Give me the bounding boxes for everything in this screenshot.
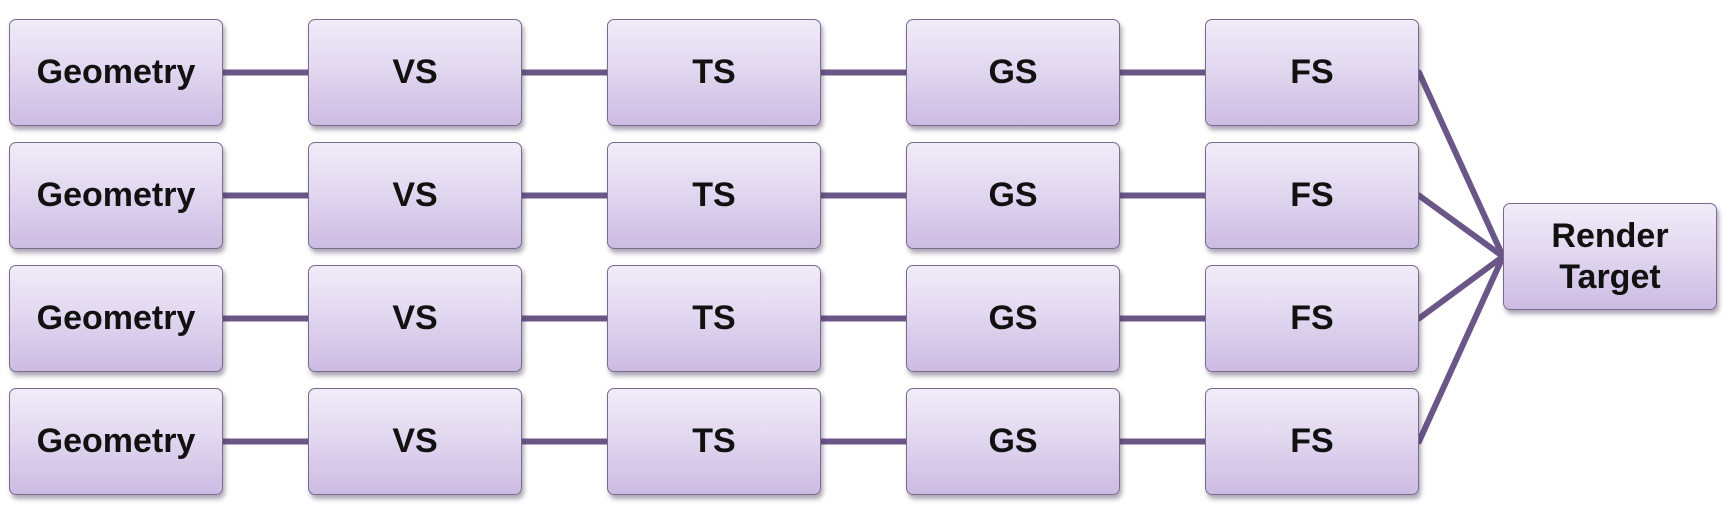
stage-label: GS <box>988 176 1038 215</box>
stage-label: VS <box>392 299 438 338</box>
stage-label: Geometry <box>36 53 196 92</box>
stage-label: FS <box>1290 53 1334 92</box>
stage-label: TS <box>692 176 736 215</box>
stage-label: Geometry <box>36 299 196 338</box>
stage-label: TS <box>692 422 736 461</box>
stage-box-ts-row-2: TS <box>607 142 821 249</box>
render-target-label: Render Target <box>1551 216 1668 298</box>
stage-box-gs-row-4: GS <box>906 388 1120 495</box>
stage-box-geometry-row-1: Geometry <box>9 19 223 126</box>
stage-label: TS <box>692 299 736 338</box>
stage-label: Geometry <box>36 176 196 215</box>
stage-box-ts-row-4: TS <box>607 388 821 495</box>
stage-box-ts-row-3: TS <box>607 265 821 372</box>
stage-label: FS <box>1290 422 1334 461</box>
stage-box-vs-row-4: VS <box>308 388 522 495</box>
connector-to-render-target-row-4 <box>1416 253 1506 445</box>
connector-to-render-target-row-1 <box>1416 69 1506 260</box>
connector-to-render-target-row-3 <box>1416 253 1506 322</box>
stage-box-geometry-row-4: Geometry <box>9 388 223 495</box>
stage-box-vs-row-3: VS <box>308 265 522 372</box>
stage-label: FS <box>1290 176 1334 215</box>
stage-box-vs-row-2: VS <box>308 142 522 249</box>
stage-box-fs-row-2: FS <box>1205 142 1419 249</box>
render-target-line-2: Target <box>1559 257 1661 296</box>
stage-box-fs-row-4: FS <box>1205 388 1419 495</box>
render-target-box: Render Target <box>1503 203 1717 310</box>
stage-label: VS <box>392 422 438 461</box>
stage-box-gs-row-2: GS <box>906 142 1120 249</box>
stage-label: GS <box>988 422 1038 461</box>
stage-box-geometry-row-3: Geometry <box>9 265 223 372</box>
stage-label: GS <box>988 299 1038 338</box>
stage-box-vs-row-1: VS <box>308 19 522 126</box>
stage-label: FS <box>1290 299 1334 338</box>
connector-to-render-target-row-2 <box>1416 192 1506 260</box>
stage-box-ts-row-1: TS <box>607 19 821 126</box>
stage-label: VS <box>392 53 438 92</box>
stage-box-fs-row-3: FS <box>1205 265 1419 372</box>
stage-box-gs-row-1: GS <box>906 19 1120 126</box>
stage-box-fs-row-1: FS <box>1205 19 1419 126</box>
stage-label: GS <box>988 53 1038 92</box>
stage-box-geometry-row-2: Geometry <box>9 142 223 249</box>
stage-label: VS <box>392 176 438 215</box>
render-target-line-1: Render <box>1551 216 1669 255</box>
stage-label: Geometry <box>36 422 196 461</box>
stage-label: TS <box>692 53 736 92</box>
stage-box-gs-row-3: GS <box>906 265 1120 372</box>
